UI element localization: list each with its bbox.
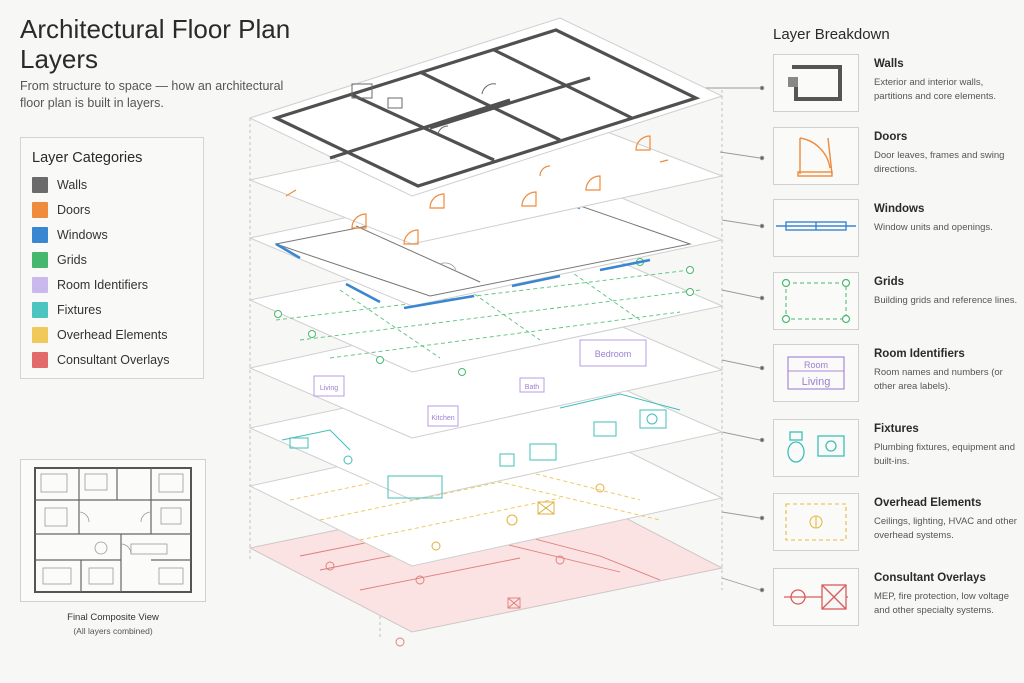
breakdown-desc: Window units and openings. — [874, 222, 993, 233]
legend-label: Windows — [57, 228, 108, 242]
breakdown-connectors — [700, 85, 765, 593]
walls-thumbnail — [773, 54, 859, 112]
breakdown-name: Room Identifiers — [874, 348, 965, 360]
door-icon — [797, 137, 833, 177]
breakdown-name: Fixtures — [874, 423, 919, 435]
breakdown-fixtures: Fixtures Plumbing fixtures, equipment an… — [773, 419, 1018, 479]
breakdown-desc: MEP, fire protection, low voltage and ot… — [874, 591, 1010, 616]
room-label-living: Living — [320, 385, 338, 392]
composite-caption: Final Composite View — [67, 612, 159, 623]
legend-label: Room Identifiers — [57, 278, 149, 292]
legend-label: Fixtures — [57, 303, 102, 317]
layer-walls — [248, 17, 724, 197]
legend-item-windows: Windows — [32, 226, 108, 244]
windows-thumbnail — [773, 199, 859, 257]
overhead-elements-thumbnail — [773, 493, 859, 551]
breakdown-overhead-elements: Overhead Elements Ceilings, lighting, HV… — [773, 493, 1018, 553]
legend-item-grids: Grids — [32, 251, 87, 269]
legend-item-room-identifiers: Room Identifiers — [32, 276, 148, 294]
room-label-icon: Room Living — [787, 356, 845, 390]
breakdown-name: Doors — [874, 131, 908, 143]
legend-item-fixtures: Fixtures — [32, 301, 101, 319]
room-identifiers-swatch — [32, 277, 48, 293]
window-icon — [776, 221, 856, 231]
breakdown-desc: Plumbing fixtures, equipment and built-i… — [874, 442, 1015, 467]
legend-item-consultant-overlays: Consultant Overlays — [32, 351, 170, 369]
breakdown-doors: Doors Door leaves, frames and swing dire… — [773, 127, 1018, 187]
fixture-icon — [787, 431, 845, 463]
legend-label: Doors — [57, 203, 91, 217]
mep-symbol-icon — [784, 584, 848, 610]
legend-item-overhead-elements: Overhead Elements — [32, 326, 167, 344]
legend-label: Overhead Elements — [57, 328, 168, 342]
breakdown-walls: Walls Exterior and interior walls, parti… — [773, 54, 1018, 114]
layer-categories-legend: Layer Categories Walls Doors Windows Gri… — [20, 137, 204, 379]
doors-swatch — [32, 202, 48, 218]
fixtures-swatch — [32, 302, 48, 318]
room-label-bath: Bath — [525, 384, 540, 391]
walls-icon — [788, 65, 842, 101]
breakdown-name: Windows — [874, 203, 925, 215]
composite-floor-plan — [34, 467, 192, 593]
ceiling-light-icon — [785, 503, 847, 541]
breakdown-room-identifiers: Room Living Room Identifiers Room names … — [773, 344, 1018, 404]
page-subtitle: From structure to space — how an archite… — [20, 79, 284, 110]
breakdown-desc: Exterior and interior walls, partitions … — [874, 77, 996, 102]
walls-swatch — [32, 177, 48, 193]
composite-subcaption: (All layers combined) — [73, 626, 153, 636]
breakdown-name: Consultant Overlays — [874, 572, 986, 584]
grids-swatch — [32, 252, 48, 268]
overhead-elements-swatch — [32, 327, 48, 343]
legend-item-walls: Walls — [32, 176, 87, 194]
breakdown-desc: Building grids and reference lines. — [874, 295, 1018, 306]
breakdown-desc: Room names and numbers (or other area la… — [874, 367, 1003, 392]
grids-thumbnail — [773, 272, 859, 330]
layer-breakdown-title: Layer Breakdown — [773, 26, 890, 43]
breakdown-desc: Ceilings, lighting, HVAC and other overh… — [874, 516, 1017, 541]
room-label-bedroom: Bedroom — [595, 349, 632, 359]
legend-label: Consultant Overlays — [57, 353, 170, 367]
consultant-overlays-swatch — [32, 352, 48, 368]
breakdown-grids: Grids Building grids and reference lines… — [773, 272, 1018, 332]
breakdown-name: Overhead Elements — [874, 497, 982, 509]
doors-thumbnail — [773, 127, 859, 185]
layer-doors — [248, 113, 724, 245]
breakdown-name: Walls — [874, 58, 904, 70]
breakdown-name: Grids — [874, 276, 905, 288]
breakdown-desc: Door leaves, frames and swing directions… — [874, 150, 1005, 175]
consultant-overlays-thumbnail — [773, 568, 859, 626]
composite-view-panel — [20, 459, 206, 602]
legend-item-doors: Doors — [32, 201, 90, 219]
windows-swatch — [32, 227, 48, 243]
legend-label: Grids — [57, 253, 87, 267]
grid-icon — [781, 278, 851, 324]
breakdown-windows: Windows Window units and openings. — [773, 199, 1018, 259]
fixtures-thumbnail — [773, 419, 859, 477]
legend-label: Walls — [57, 178, 88, 192]
room-label-kitchen: Kitchen — [431, 415, 454, 422]
page-title: Architectural Floor Plan Layers — [20, 14, 291, 74]
thumb-room-text: Room — [804, 360, 828, 370]
breakdown-consultant-overlays: Consultant Overlays MEP, fire protection… — [773, 568, 1018, 628]
room-identifiers-thumbnail: Room Living — [773, 344, 859, 402]
layer-room-identifiers: Bedroom Living Kitchen Bath — [248, 299, 724, 439]
thumb-living-text: Living — [802, 376, 831, 388]
legend-title: Layer Categories — [32, 150, 143, 166]
